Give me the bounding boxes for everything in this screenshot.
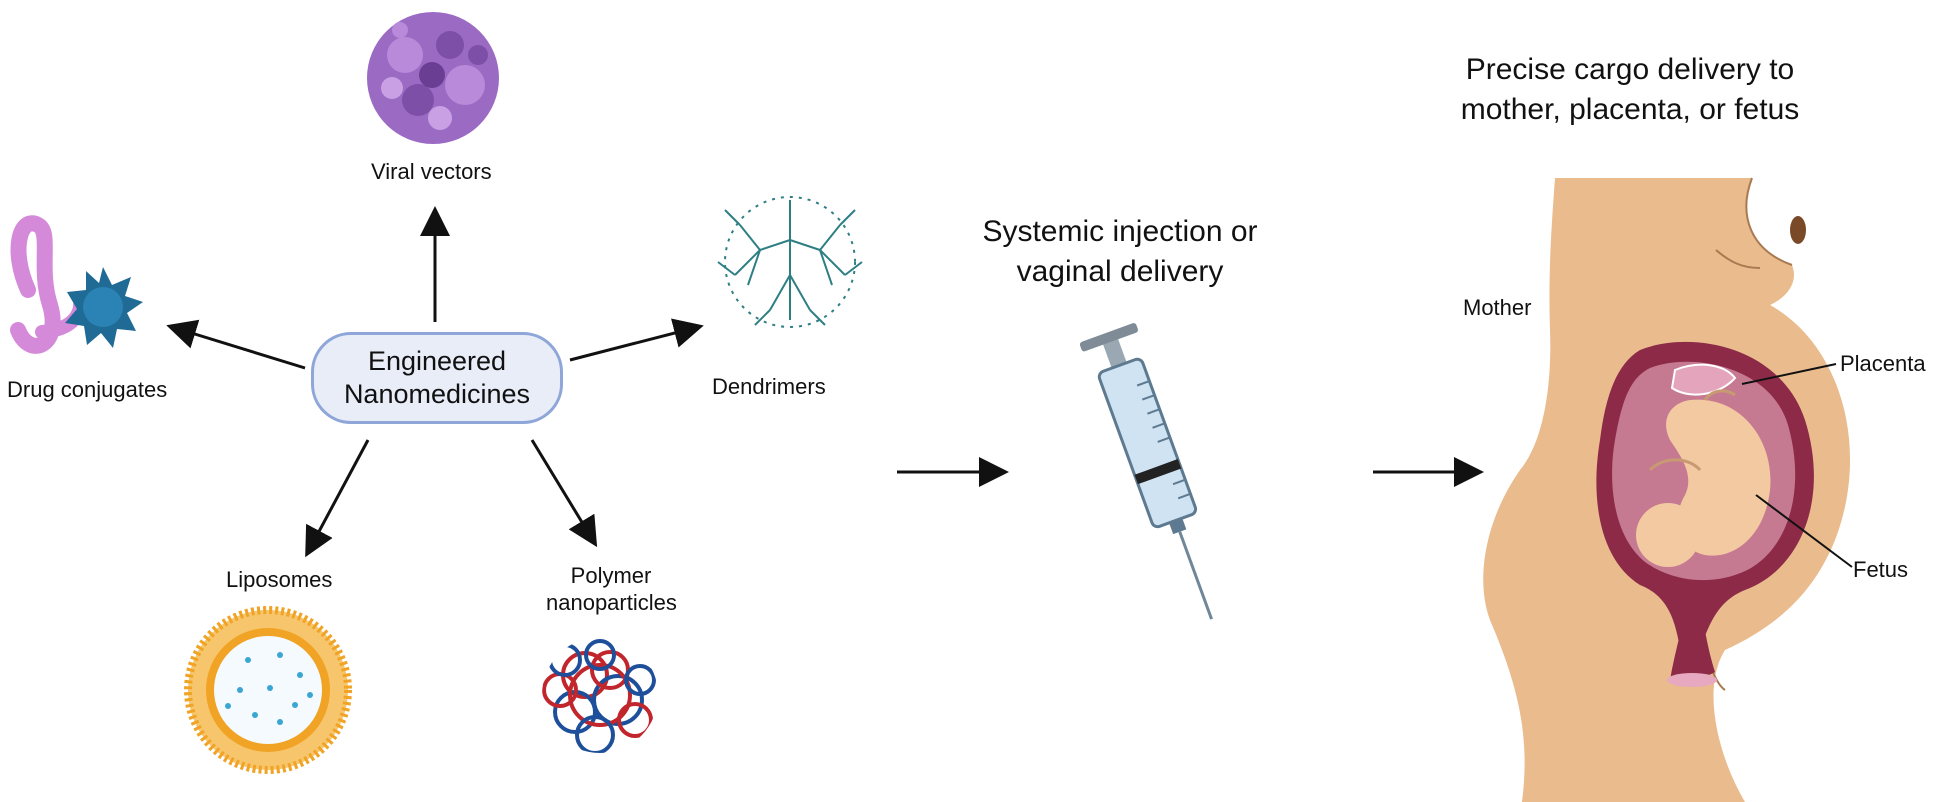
liposome-icon — [184, 606, 352, 774]
arrow-to-drug-conjugates — [166, 319, 306, 370]
label-drug-conjugates: Drug conjugates — [7, 377, 168, 402]
label-liposomes: Liposomes — [226, 567, 333, 592]
anatomy-leader-lines — [1741, 363, 1853, 568]
outcome-line2: mother, placenta, or fetus — [1460, 93, 1800, 126]
placenta-leader-line — [1741, 363, 1837, 385]
syringe-icon — [1079, 323, 1213, 620]
delivery-line2: vaginal delivery — [1016, 255, 1224, 288]
label-fetus: Fetus — [1853, 557, 1909, 582]
label-dendrimers: Dendrimers — [712, 374, 826, 399]
label-placenta: Placenta — [1840, 351, 1926, 376]
hub-label-line1: Engineered — [367, 346, 507, 376]
pregnant-mother-illustration — [1483, 177, 1851, 802]
polymer-nanoparticle-icon — [542, 639, 656, 753]
arrow-to-liposomes — [305, 439, 370, 558]
fetus-leader-line — [1755, 494, 1853, 568]
label-viral-vectors: Viral vectors — [371, 159, 492, 184]
label-polymer-nanoparticles: Polymer nanoparticles — [546, 562, 677, 616]
hub-label-line2: Nanomedicines — [343, 379, 531, 409]
engineered-nanomedicines-node: Engineered Nanomedicines — [311, 332, 563, 424]
label-mother: Mother — [1463, 295, 1532, 320]
label-polymer-line1: Polymer — [570, 563, 652, 588]
label-delivery-route: Systemic injection or vaginal delivery — [950, 212, 1290, 292]
hub-arrows — [166, 206, 1484, 558]
drug-conjugate-icon — [10, 215, 143, 354]
label-polymer-line2: nanoparticles — [546, 590, 677, 615]
delivery-line1: Systemic injection or — [982, 215, 1258, 248]
fetus-shape — [1636, 389, 1771, 567]
viral-vector-icon — [367, 12, 499, 144]
arrow-to-polymer-nanoparticles — [530, 439, 598, 548]
arrow-to-dendrimers — [569, 318, 704, 362]
label-outcome: Precise cargo delivery to mother, placen… — [1430, 50, 1830, 130]
dendrimer-icon — [717, 196, 863, 328]
outcome-line1: Precise cargo delivery to — [1465, 53, 1795, 86]
